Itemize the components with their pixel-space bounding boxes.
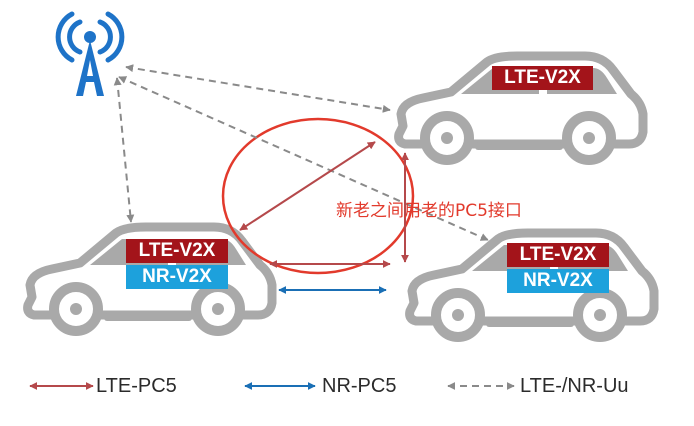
highlight-ellipse	[221, 117, 415, 275]
old-pc5-annotation: 新老之间用老的PC5接口	[336, 201, 522, 221]
uu-link-tower-top	[125, 64, 391, 113]
top-car-lte-badge: LTE-V2X	[492, 66, 593, 90]
left-car-nr-badge: NR-V2X	[126, 265, 228, 289]
lte-pc5-link-left-top	[239, 141, 376, 231]
right-car-lte-badge: LTE-V2X	[507, 243, 609, 267]
uu-link-tower-right	[118, 76, 489, 241]
antenna-tower-icon	[55, 11, 125, 96]
uu-link-tower-left	[113, 77, 135, 223]
legend-nr-pc5-label: NR-PC5	[322, 375, 397, 397]
legend-lte-pc5-label: LTE-PC5	[96, 375, 177, 397]
right-car-nr-badge: NR-V2X	[507, 269, 609, 293]
legend-uu-label: LTE-/NR-Uu	[520, 375, 629, 397]
left-car-lte-badge: LTE-V2X	[126, 239, 228, 263]
